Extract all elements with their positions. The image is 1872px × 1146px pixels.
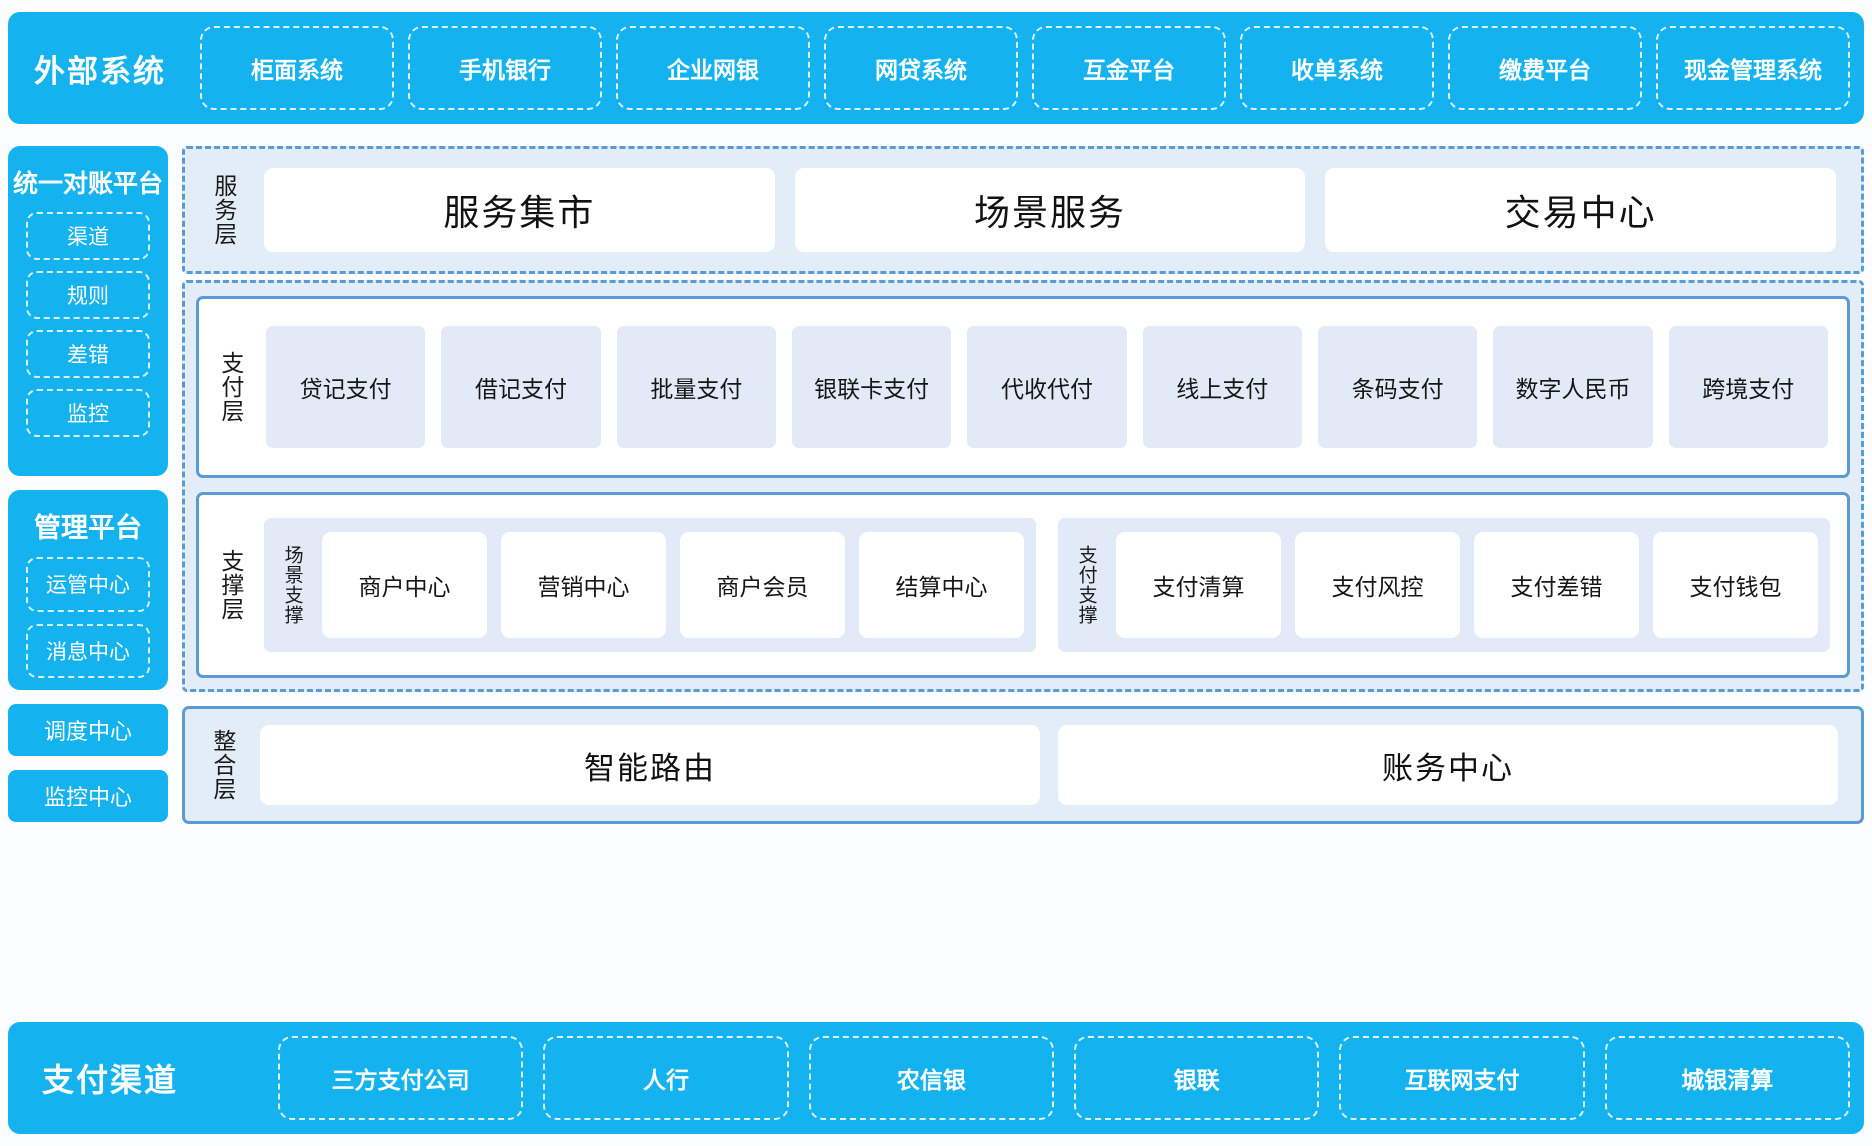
support-tile-merchant-membership[interactable]: 商户会员 xyxy=(680,532,845,638)
support-tile-merchant-center[interactable]: 商户中心 xyxy=(322,532,487,638)
sidebar-panel-management: 管理平台 运管中心 消息中心 xyxy=(8,490,168,690)
external-systems-chip-list: 柜面系统 手机银行 企业网银 网贷系统 互金平台 收单系统 缴费平台 现金管理系… xyxy=(200,26,1850,110)
sidebar-item-monitor[interactable]: 监控 xyxy=(26,389,150,437)
payment-channel-chip-pboc[interactable]: 人行 xyxy=(543,1036,789,1120)
sidebar-panel-management-title: 管理平台 xyxy=(34,513,142,543)
service-layer-label: 服务层 xyxy=(210,174,237,246)
support-tile-payment-clearing[interactable]: 支付清算 xyxy=(1116,532,1281,638)
support-layer-label: 支撑层 xyxy=(217,549,244,621)
external-system-chip-counter[interactable]: 柜面系统 xyxy=(200,26,394,110)
sidebar-item-message-center[interactable]: 消息中心 xyxy=(26,623,150,678)
payment-tile-barcode-payment[interactable]: 条码支付 xyxy=(1317,326,1478,448)
integration-layer-label: 整合层 xyxy=(209,729,236,801)
support-group-payment: 支付支撑 支付清算 支付风控 支付差错 支付钱包 xyxy=(1058,518,1830,652)
external-system-chip-internet-finance[interactable]: 互金平台 xyxy=(1032,26,1226,110)
sidebar-item-rule[interactable]: 规则 xyxy=(26,271,150,319)
payment-tile-online-payment[interactable]: 线上支付 xyxy=(1142,326,1302,448)
payment-channel-chip-city-bank-clearing[interactable]: 城银清算 xyxy=(1604,1036,1850,1120)
support-group-payment-label: 支付支撑 xyxy=(1075,545,1097,625)
external-system-chip-acquiring[interactable]: 收单系统 xyxy=(1240,26,1434,110)
support-group-scenario-label: 场景支撑 xyxy=(281,545,303,625)
support-tile-payment-exception[interactable]: 支付差错 xyxy=(1474,532,1639,638)
service-card-scenario-service[interactable]: 场景服务 xyxy=(794,168,1306,252)
payment-tile-debit-payment[interactable]: 借记支付 xyxy=(441,326,601,448)
payment-tile-digital-rmb[interactable]: 数字人民币 xyxy=(1493,326,1653,448)
service-layer-row: 服务层 服务集市 场景服务 交易中心 xyxy=(192,156,1854,264)
sidebar-item-channel[interactable]: 渠道 xyxy=(26,212,150,260)
payment-channels-bar: 支付渠道 三方支付公司 人行 农信银 银联 互联网支付 城银清算 xyxy=(8,1022,1864,1134)
external-systems-bar: 外部系统 柜面系统 手机银行 企业网银 网贷系统 互金平台 收单系统 缴费平台 … xyxy=(8,12,1864,124)
support-group-scenario: 场景支撑 商户中心 营销中心 商户会员 结算中心 xyxy=(264,518,1036,652)
integration-layer-row: 整合层 智能路由 账务中心 xyxy=(192,714,1854,816)
payment-tile-cross-border[interactable]: 跨境支付 xyxy=(1668,326,1828,448)
payment-channel-chip-internet-payment[interactable]: 互联网支付 xyxy=(1339,1036,1585,1120)
sidebar-panel-reconciliation: 统一对账平台 渠道 规则 差错 监控 xyxy=(8,146,168,476)
integration-card-accounting-center[interactable]: 账务中心 xyxy=(1058,725,1838,805)
external-system-chip-bill-payment[interactable]: 缴费平台 xyxy=(1448,26,1642,110)
service-card-service-market[interactable]: 服务集市 xyxy=(264,168,775,252)
sidebar-item-dispatch-center[interactable]: 调度中心 xyxy=(8,704,168,756)
payment-tile-batch-payment[interactable]: 批量支付 xyxy=(616,326,776,448)
payment-layer-label: 支付层 xyxy=(217,351,244,423)
external-systems-title: 外部系统 xyxy=(34,53,166,89)
support-tile-payment-wallet[interactable]: 支付钱包 xyxy=(1653,532,1818,638)
payment-channels-title: 支付渠道 xyxy=(42,1062,179,1098)
payment-channel-chip-unionpay[interactable]: 银联 xyxy=(1073,1036,1320,1120)
support-tile-marketing-center[interactable]: 营销中心 xyxy=(501,532,666,638)
external-system-chip-mobile-bank[interactable]: 手机银行 xyxy=(408,26,602,110)
sidebar-panel-reconciliation-title: 统一对账平台 xyxy=(12,170,163,198)
payment-tile-unionpay-card[interactable]: 银联卡支付 xyxy=(791,326,952,448)
payment-layer-row: 支付层 贷记支付 借记支付 批量支付 银联卡支付 代收代付 线上支付 条码支付 … xyxy=(202,302,1844,472)
support-layer-row: 支撑层 场景支撑 商户中心 营销中心 商户会员 结算中心 支付支撑 支付清算 支… xyxy=(202,498,1844,672)
integration-card-smart-routing[interactable]: 智能路由 xyxy=(260,725,1040,805)
service-card-transaction-center[interactable]: 交易中心 xyxy=(1325,168,1837,252)
external-system-chip-online-loan[interactable]: 网贷系统 xyxy=(824,26,1018,110)
payment-tile-credit-payment[interactable]: 贷记支付 xyxy=(266,326,426,448)
support-tile-payment-risk-control[interactable]: 支付风控 xyxy=(1295,532,1460,638)
sidebar-item-monitor-center[interactable]: 监控中心 xyxy=(8,770,168,822)
external-system-chip-corporate-bank[interactable]: 企业网银 xyxy=(616,26,810,110)
sidebar-item-operations-center[interactable]: 运管中心 xyxy=(26,557,150,612)
payment-channels-chip-list: 三方支付公司 人行 农信银 银联 互联网支付 城银清算 xyxy=(278,1036,1850,1120)
payment-channel-chip-third-party[interactable]: 三方支付公司 xyxy=(278,1036,524,1120)
payment-tile-collection-disbursement[interactable]: 代收代付 xyxy=(967,326,1127,448)
external-system-chip-cash-management[interactable]: 现金管理系统 xyxy=(1656,26,1850,110)
payment-channel-chip-rcc[interactable]: 农信银 xyxy=(808,1036,1054,1120)
support-tile-settlement-center[interactable]: 结算中心 xyxy=(859,532,1024,638)
sidebar-item-error[interactable]: 差错 xyxy=(26,330,150,378)
